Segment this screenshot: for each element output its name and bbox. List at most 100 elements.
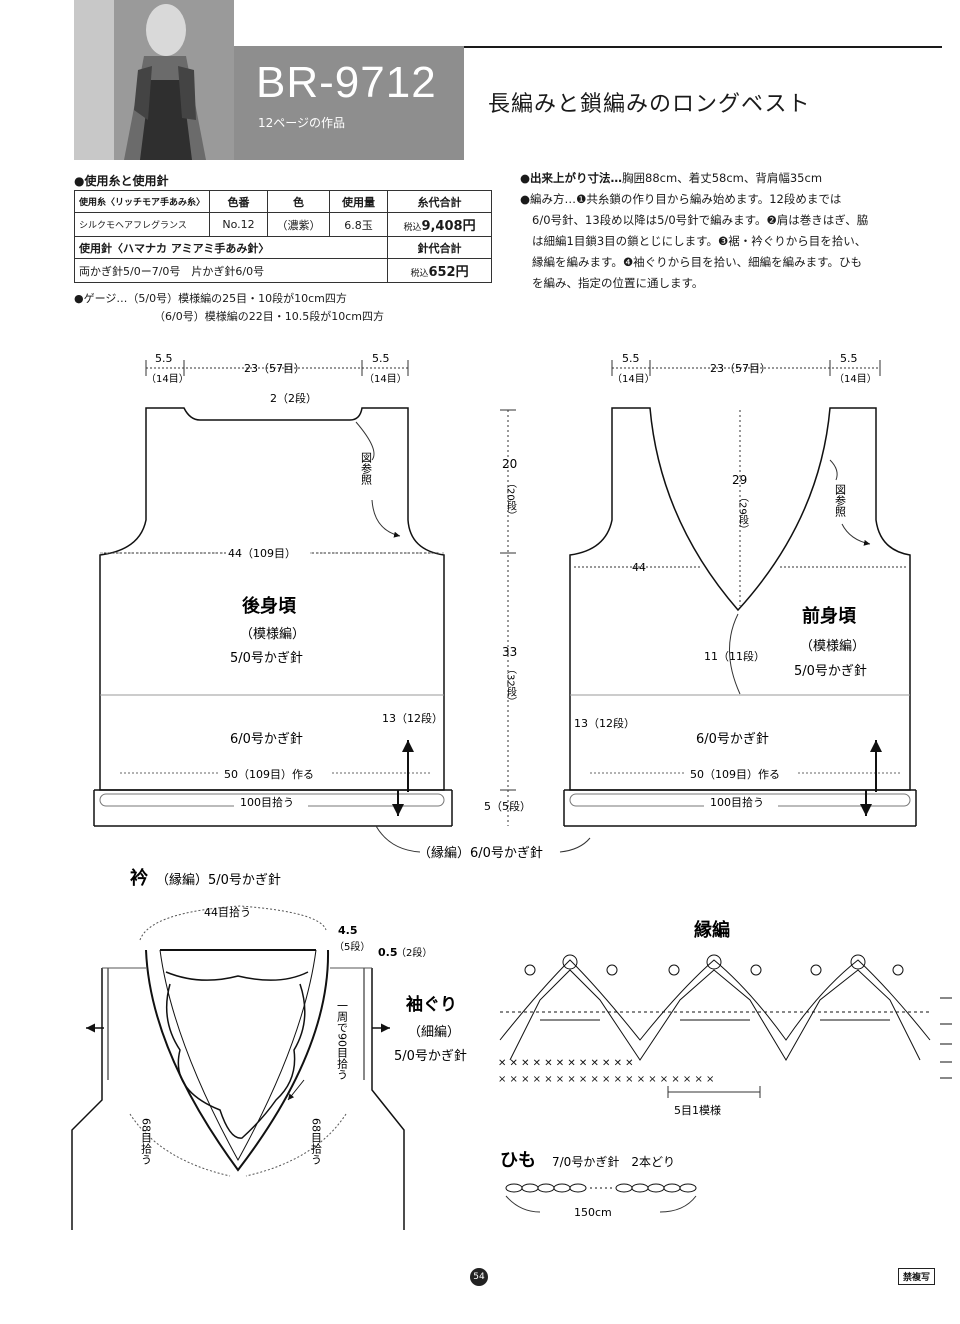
body-height: 33 xyxy=(502,645,517,659)
tie-diagram: ひも 7/0号かぎ針 2本どり 150cm xyxy=(500,1150,697,1219)
sleeve-stitch: （細編） xyxy=(408,1024,460,1040)
back-stitch: （模様編） xyxy=(240,626,305,642)
back-neck-depth: 2（2段） xyxy=(270,391,317,405)
back-lower: 13（12段） xyxy=(382,711,443,725)
table-row: 使用針〈ハマナカ アミアミ手あみ針〉 針代合計 xyxy=(73,236,493,259)
back-name: 後身頃 xyxy=(242,595,297,617)
front-neck-width: 23（57目） xyxy=(710,362,771,375)
front-hook-bottom: 6/0号かぎ針 xyxy=(696,732,769,747)
needle-list: 両かぎ針5/0ー7/0号 片かぎ針6/0号 xyxy=(73,258,389,283)
front-lower: 13（12段） xyxy=(574,716,635,730)
sleeve-title: 袖ぐり xyxy=(406,994,457,1015)
method-line-1: ●編み方…❶共糸鎖の作り目から編み始めます。12段めまでは xyxy=(520,192,842,206)
yarn-total: 税込9,408円 xyxy=(387,212,493,237)
front-shoulder-left: 5.5 xyxy=(622,352,640,365)
collar-side-w: 4.5 xyxy=(338,924,358,937)
tie-hook: 7/0号かぎ針 2本どり xyxy=(552,1154,675,1169)
method-line-4: 縁編を編みます。❹袖ぐりから目を拾い、細編を編みます。ひも xyxy=(532,255,863,269)
collar-side-rows: （5段） xyxy=(334,940,370,953)
collar-title: 衿 xyxy=(130,867,148,889)
yarn-name: シルクモヘアフレグランス xyxy=(73,212,211,237)
front-v-rows: （29段） xyxy=(737,492,749,535)
tie-title: ひも xyxy=(500,1150,536,1171)
back-width: 44（109目） xyxy=(228,547,296,560)
yarn-price: 9,408円 xyxy=(421,219,476,234)
method-line-2: 6/0号針、13段め以降は5/0号針で編みます。❷肩は巻きはぎ、脇 xyxy=(532,213,869,227)
code-banner xyxy=(234,46,464,160)
page-title: 長編みと鎖編みのロングベスト xyxy=(488,92,811,117)
body-rows: （32段） xyxy=(505,664,517,707)
collar-top-pick: 44目拾う xyxy=(204,905,251,919)
front-fig-ref: 図参照 xyxy=(834,484,847,518)
page-number: 54 xyxy=(470,1268,488,1286)
tax-label: 税込 xyxy=(403,223,422,233)
method-line-5: を編み、指定の位置に通します。 xyxy=(532,276,704,290)
back-shoulder-right: 5.5 xyxy=(372,352,390,365)
collar-around-pick: 一周で90目拾う xyxy=(336,1000,349,1080)
back-shoulder-left-sts: （14目） xyxy=(146,373,189,385)
finished-label: ●出来上がり寸法… xyxy=(520,171,623,185)
design-code: BR-9712 xyxy=(256,58,437,107)
back-fig-ref: 図参照 xyxy=(360,452,373,486)
edging-note: （縁編）6/0号かぎ針 xyxy=(418,845,543,861)
design-page-ref: 12ページの作品 xyxy=(258,116,346,130)
edging-chart: 縁編 × × × × × × × × × × × × × × × × × × ×… xyxy=(498,919,952,1117)
needle-price: 652円 xyxy=(428,265,469,280)
collar-diagram: 衿 （縁編）5/0号かぎ針 44目拾う 68目拾う 68目拾う 一周で90目拾う… xyxy=(71,867,467,1230)
front-name: 前身頃 xyxy=(802,605,857,627)
front-width: 44 xyxy=(632,561,646,574)
back-shoulder-left: 5.5 xyxy=(155,352,173,365)
table-row: 両かぎ針5/0ー7/0号 片かぎ針6/0号 税込652円 xyxy=(73,258,493,283)
model-photo xyxy=(74,0,234,160)
armhole-height: 20 xyxy=(502,457,517,471)
front-pickup: 100目拾う xyxy=(710,795,764,809)
collar-left-pick: 68目拾う xyxy=(140,1118,153,1165)
back-pickup: 100目拾う xyxy=(240,795,294,809)
needle-total: 税込652円 xyxy=(387,258,493,283)
method-line-3: は細編1目鎖3目の鎖とじにします。❸裾・衿ぐりから目を拾い、 xyxy=(532,234,867,248)
front-stitch: （模様編） xyxy=(800,638,865,654)
no-copy-stamp: 禁複写 xyxy=(898,1268,936,1285)
edging-title: 縁編 xyxy=(694,919,730,941)
front-hook-top: 5/0号かぎ針 xyxy=(794,664,867,679)
arm-edge-w: 0.5 xyxy=(378,946,398,959)
back-cast-on: 50（109目）作る xyxy=(224,768,314,781)
back-shoulder-right-sts: （14目） xyxy=(364,373,407,385)
front-v-depth: 29 xyxy=(732,473,747,487)
front-v-lower: 11（11段） xyxy=(704,649,765,663)
arm-edge-rows: （2段） xyxy=(396,946,432,959)
tax-label: 税込 xyxy=(410,269,429,279)
title-rule xyxy=(464,46,942,48)
header-amount: 使用量 xyxy=(329,190,389,213)
gauge-line-1: ●ゲージ…（5/0号）模様編の25目・10段が10cm四方 xyxy=(74,292,347,305)
sleeve-hook: 5/0号かぎ針 xyxy=(394,1049,467,1064)
front-body-diagram: 5.5 （14目） 23（57目） 5.5 （14目） 44 29 （29段） … xyxy=(563,352,917,827)
materials-heading: ●使用糸と使用針 xyxy=(74,174,169,188)
header-needle: 使用針〈ハマナカ アミアミ手あみ針〉 xyxy=(73,236,389,259)
back-body-diagram: 5.5 （14目） 23（57目） 5.5 （14目） 2（2段） 44（109… xyxy=(93,352,453,827)
yarn-color: （濃紫） xyxy=(267,212,331,237)
tie-length: 150cm xyxy=(574,1206,612,1219)
materials-table: 使用糸〈リッチモア手あみ糸〉 色番 色 使用量 糸代合計 シルクモヘアフレグラン… xyxy=(73,190,493,283)
svg-text:✕ ✕ ✕ ✕ ✕ ✕ ✕ ✕ ✕ ✕ ✕ ✕: ✕ ✕ ✕ ✕ ✕ ✕ ✕ ✕ ✕ ✕ ✕ ✕ xyxy=(498,1058,634,1069)
svg-text:× × × × × × × × × × × × × × ×: × × × × × × × × × × × × × × × × × × × xyxy=(498,1074,714,1085)
armhole-rows: （20段） xyxy=(505,478,517,521)
back-hook-top: 5/0号かぎ針 xyxy=(230,651,303,666)
front-cast-on: 50（109目）作る xyxy=(690,768,780,781)
edging-repeat: 5目1模様 xyxy=(674,1103,721,1117)
front-shoulder-right: 5.5 xyxy=(840,352,858,365)
back-hook-bottom: 6/0号かぎ針 xyxy=(230,732,303,747)
collar-title-sub: （縁編）5/0号かぎ針 xyxy=(156,872,281,888)
header-color-no: 色番 xyxy=(209,190,269,213)
front-shoulder-right-sts: （14目） xyxy=(834,373,877,385)
back-neck-width: 23（57目） xyxy=(244,362,305,375)
front-shoulder-left-sts: （14目） xyxy=(612,373,655,385)
gauge-line-2: （6/0号）模様編の22目・10.5段が10cm四方 xyxy=(154,310,384,323)
table-row: シルクモヘアフレグランス No.12 （濃紫） 6.8玉 税込9,408円 xyxy=(73,212,493,237)
finished-text: 胸囲88cm、着丈58cm、背肩幅35cm xyxy=(622,171,823,185)
collar-right-pick: 68目拾う xyxy=(310,1118,323,1165)
finished-size: ●出来上がり寸法…胸囲88cm、着丈58cm、背肩幅35cm xyxy=(520,170,822,186)
edge-rows: 5（5段） xyxy=(484,799,531,813)
header-needle-total: 針代合計 xyxy=(387,236,493,259)
